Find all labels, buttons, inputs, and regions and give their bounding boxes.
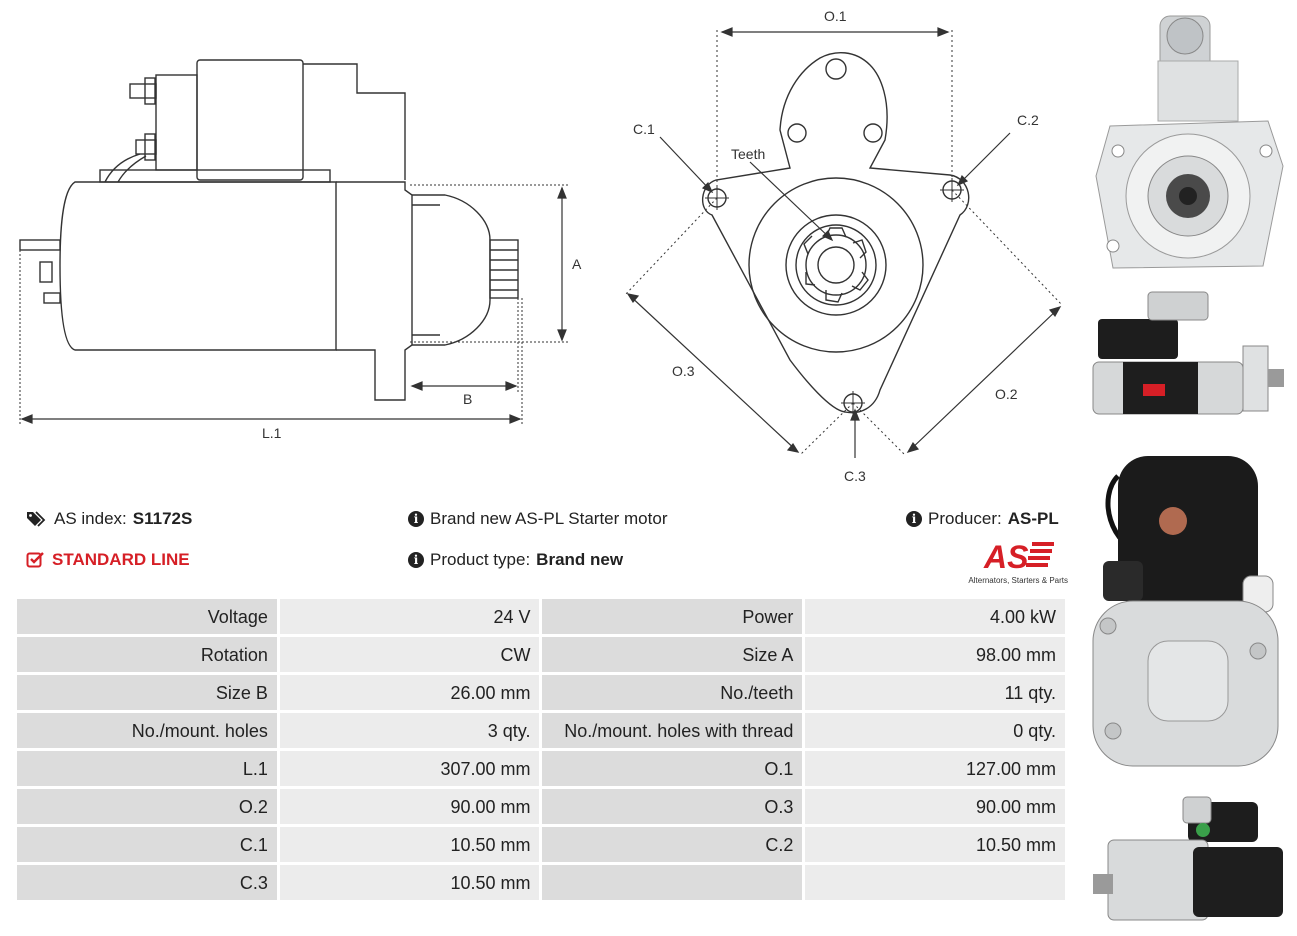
logo-tagline: Alternators, Starters & Parts <box>968 576 1068 585</box>
logo-text: AS <box>983 539 1029 572</box>
producer-value: AS-PL <box>1007 509 1059 528</box>
spec-label: Power <box>542 599 803 634</box>
dim-o1-label: O.1 <box>824 8 847 24</box>
spec-label: C.3 <box>17 865 277 900</box>
spec-label: Size B <box>17 675 277 710</box>
description-row: i Brand new AS-PL Starter motor <box>408 509 667 529</box>
spec-value: 11 qty. <box>805 675 1065 710</box>
standard-line-row: STANDARD LINE <box>26 550 190 570</box>
spec-value: 4.00 kW <box>805 599 1065 634</box>
spec-label: No./mount. holes <box>17 713 277 748</box>
product-type-value: Brand new <box>536 550 624 569</box>
dim-o3-label: O.3 <box>672 363 695 379</box>
producer-row: i Producer: AS-PL <box>906 509 1059 529</box>
spec-value: 0 qty. <box>805 713 1065 748</box>
dim-l1-label: L.1 <box>262 425 282 441</box>
spec-label: Voltage <box>17 599 277 634</box>
as-pl-logo: AS Alternators, Starters & Parts <box>964 538 1068 585</box>
spec-label: O.3 <box>542 789 803 824</box>
product-type-row: i Product type: Brand new <box>408 550 623 570</box>
as-index-label: AS index: <box>54 509 127 528</box>
spec-label: C.1 <box>17 827 277 862</box>
info-icon: i <box>408 511 424 527</box>
producer-label: Producer: <box>928 509 1002 528</box>
spec-value: 26.00 mm <box>279 675 540 710</box>
spec-value: 3 qty. <box>279 713 540 748</box>
spec-value: 98.00 mm <box>805 637 1065 672</box>
spec-label: Size A <box>542 637 803 672</box>
as-index-row: AS index: S1172S <box>26 509 192 529</box>
spec-label: O.2 <box>17 789 277 824</box>
checkbox-checked-icon <box>26 552 44 568</box>
product-type-label: Product type: <box>430 550 531 569</box>
as-pl-logo-mark: AS <box>983 539 1054 575</box>
product-photo-front <box>1088 6 1288 276</box>
spec-value: 10.50 mm <box>279 865 540 900</box>
spec-value: 307.00 mm <box>279 751 540 786</box>
spec-label <box>542 865 803 900</box>
dim-o2-label: O.2 <box>995 386 1018 402</box>
spec-value <box>805 865 1065 900</box>
spec-label: Rotation <box>17 637 277 672</box>
spec-value: 90.00 mm <box>279 789 540 824</box>
spec-value: CW <box>279 637 540 672</box>
description-text: Brand new AS-PL Starter motor <box>430 509 668 528</box>
spec-label: No./teeth <box>542 675 803 710</box>
product-photo-rear <box>1088 436 1288 781</box>
product-photo-side <box>1088 284 1288 419</box>
info-icon: i <box>408 552 424 568</box>
dim-b-label: B <box>463 391 472 407</box>
info-icon: i <box>906 511 922 527</box>
side-view-drawing: L.1 A B <box>19 59 582 441</box>
spec-value: 10.50 mm <box>805 827 1065 862</box>
spec-label: C.2 <box>542 827 803 862</box>
as-index-value: S1172S <box>132 509 193 528</box>
dim-c2-label: C.2 <box>1017 112 1039 128</box>
dim-a-label: A <box>572 256 582 272</box>
spec-value: 10.50 mm <box>279 827 540 862</box>
product-photo-side-2 <box>1088 792 1288 930</box>
spec-value: 90.00 mm <box>805 789 1065 824</box>
spec-label: O.1 <box>542 751 803 786</box>
spec-label: No./mount. holes with thread <box>542 713 803 748</box>
spec-value: 24 V <box>279 599 540 634</box>
dim-c3-label: C.3 <box>844 468 866 484</box>
dim-c1-label: C.1 <box>633 121 655 137</box>
tags-icon <box>27 511 46 527</box>
spec-label: L.1 <box>17 751 277 786</box>
teeth-label: Teeth <box>731 146 765 162</box>
front-view-drawing: O.1 O.3 O.2 C.1 C.2 C.3 Teeth <box>624 8 1063 484</box>
standard-line-text: STANDARD LINE <box>52 550 190 569</box>
spec-value: 127.00 mm <box>805 751 1065 786</box>
